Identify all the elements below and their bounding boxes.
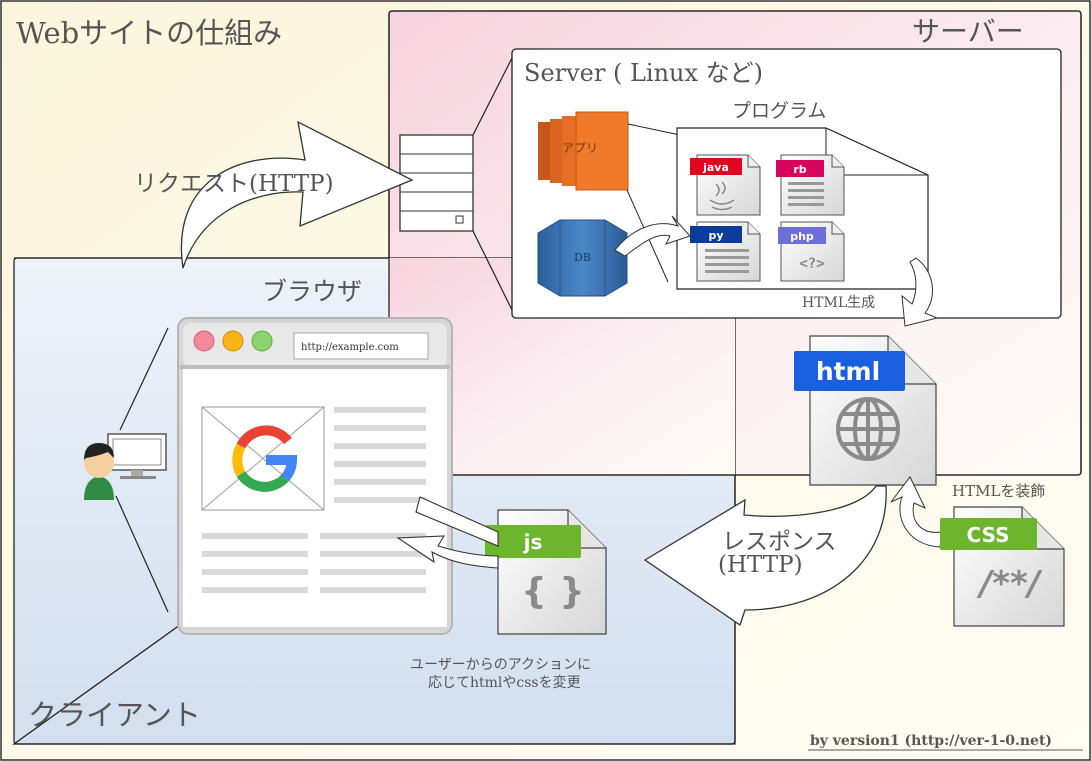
css-body-text: /**/: [976, 564, 1043, 604]
app-label: アプリ: [562, 141, 599, 155]
js-note-line2: 応じてhtmlやcssを変更: [428, 675, 581, 691]
credit-text: by version1 (http://ver-1-0.net): [810, 733, 1053, 749]
php-symbol: <?>: [799, 256, 824, 272]
zoom-line-bottom: [472, 230, 513, 311]
server-area-label: サーバー: [912, 15, 1024, 48]
zoom-line-top: [472, 57, 513, 136]
html-file-icon: html: [794, 335, 937, 486]
app-icon: [538, 111, 629, 191]
db-link-arrow: [614, 215, 691, 257]
php-tab-label: php: [790, 230, 814, 243]
browser-label: ブラウザ: [262, 277, 363, 306]
js-body-text: { }: [521, 571, 585, 612]
address-bar-url: http://example.com: [301, 342, 399, 353]
window-minimize-dot[interactable]: [222, 330, 244, 352]
client-area-outline: [11, 257, 736, 745]
globe-icon: [836, 397, 900, 461]
request-label: リクエスト(HTTP): [134, 171, 334, 197]
py-tab-label: py: [708, 229, 723, 242]
program-link-top: [627, 123, 681, 136]
window-close-dot[interactable]: [193, 330, 215, 352]
client-label: クライアント: [28, 698, 201, 732]
java-file-icon: java: [690, 154, 761, 216]
user-at-computer-icon: [84, 433, 167, 500]
html-badge-label: html: [816, 357, 880, 386]
rb-file-icon: rb: [776, 154, 845, 216]
js-file-icon: js { }: [485, 509, 607, 635]
php-file-icon: php <?>: [778, 221, 845, 282]
js-arrow-upper: [415, 496, 499, 547]
response-arrow: [643, 485, 887, 627]
css-file-icon: CSS /**/: [940, 506, 1065, 627]
rb-tab-label: rb: [793, 163, 806, 176]
js-badge-label: js: [523, 530, 543, 554]
html-gen-label: HTML生成: [802, 295, 876, 311]
google-logo-icon: [232, 425, 298, 492]
html-gen-arrow: [901, 257, 939, 327]
db-label: DB: [574, 251, 591, 264]
user-link-bottom: [115, 495, 169, 613]
server-box-title: Server ( Linux など): [524, 59, 764, 87]
java-tab-label: java: [702, 161, 729, 174]
db-icon: [537, 219, 628, 297]
program-label: プログラム: [732, 100, 827, 122]
css-badge-label: CSS: [967, 523, 1010, 547]
py-file-icon: py: [690, 221, 761, 282]
user-link-top: [119, 327, 169, 431]
address-bar[interactable]: [293, 332, 429, 360]
request-arrow: [180, 120, 414, 269]
page-title: Webサイトの仕組み: [16, 16, 283, 50]
css-note: HTMLを装飾: [952, 482, 1046, 500]
js-note-line1: ユーザーからのアクションに: [410, 657, 592, 673]
server-rack-icon: [399, 134, 474, 232]
browser-window: http://example.com: [177, 317, 453, 635]
js-arrow-lower: [396, 535, 499, 569]
response-label-line2: (HTTP): [718, 552, 803, 578]
window-maximize-dot[interactable]: [251, 330, 273, 352]
css-decorate-arrow: [890, 476, 943, 548]
response-label-line1: レスポンス: [722, 529, 837, 555]
